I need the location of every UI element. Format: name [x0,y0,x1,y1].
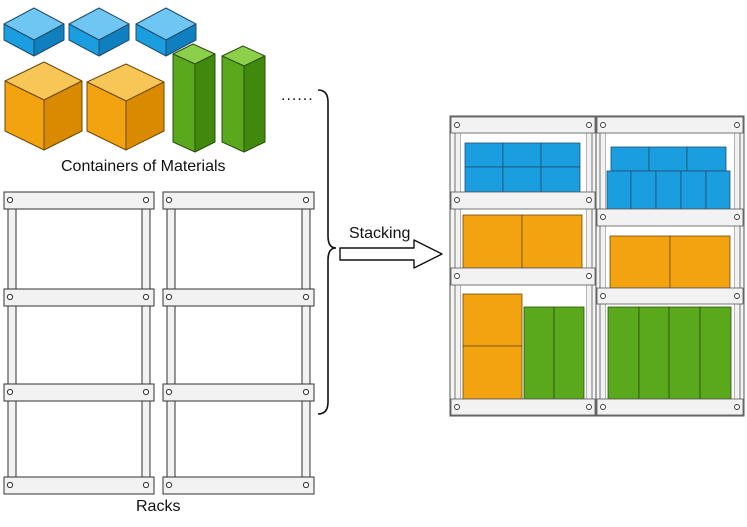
blue-container-3 [135,7,197,57]
right-curly-brace-icon [317,89,337,415]
green-container-group [172,43,266,153]
stacked-orange-left-bottom [462,293,523,400]
stacked-rack-right-beams [596,116,744,416]
green-container-1 [172,43,216,153]
stacking-label: Stacking [349,225,411,242]
more-containers-ellipsis: ...... [281,87,314,104]
empty-rack-2 [162,191,315,495]
orange-container-2 [86,63,165,151]
racks-label: Racks [136,498,181,515]
empty-rack-1 [3,191,155,495]
stacked-rack-assembly [449,115,745,417]
stacked-blue-right [606,146,731,210]
orange-container-1 [4,61,83,151]
blue-container-group [3,7,197,57]
containers-label: Containers of Materials [61,158,226,175]
blue-container-2 [68,7,130,57]
orange-container-group [4,61,165,151]
right-arrow-icon [339,239,443,269]
stacked-rack-bolts [454,122,740,410]
stacked-orange-left-middle [462,214,583,269]
stacked-blue-left [464,142,581,193]
stacked-green-right-bottom [607,306,732,400]
stacked-green-left-bottom [523,306,585,400]
blue-container-1 [3,7,65,57]
stacked-rack-left-beams [450,116,596,416]
green-container-2 [221,45,266,153]
stacked-orange-right-middle [609,235,731,289]
